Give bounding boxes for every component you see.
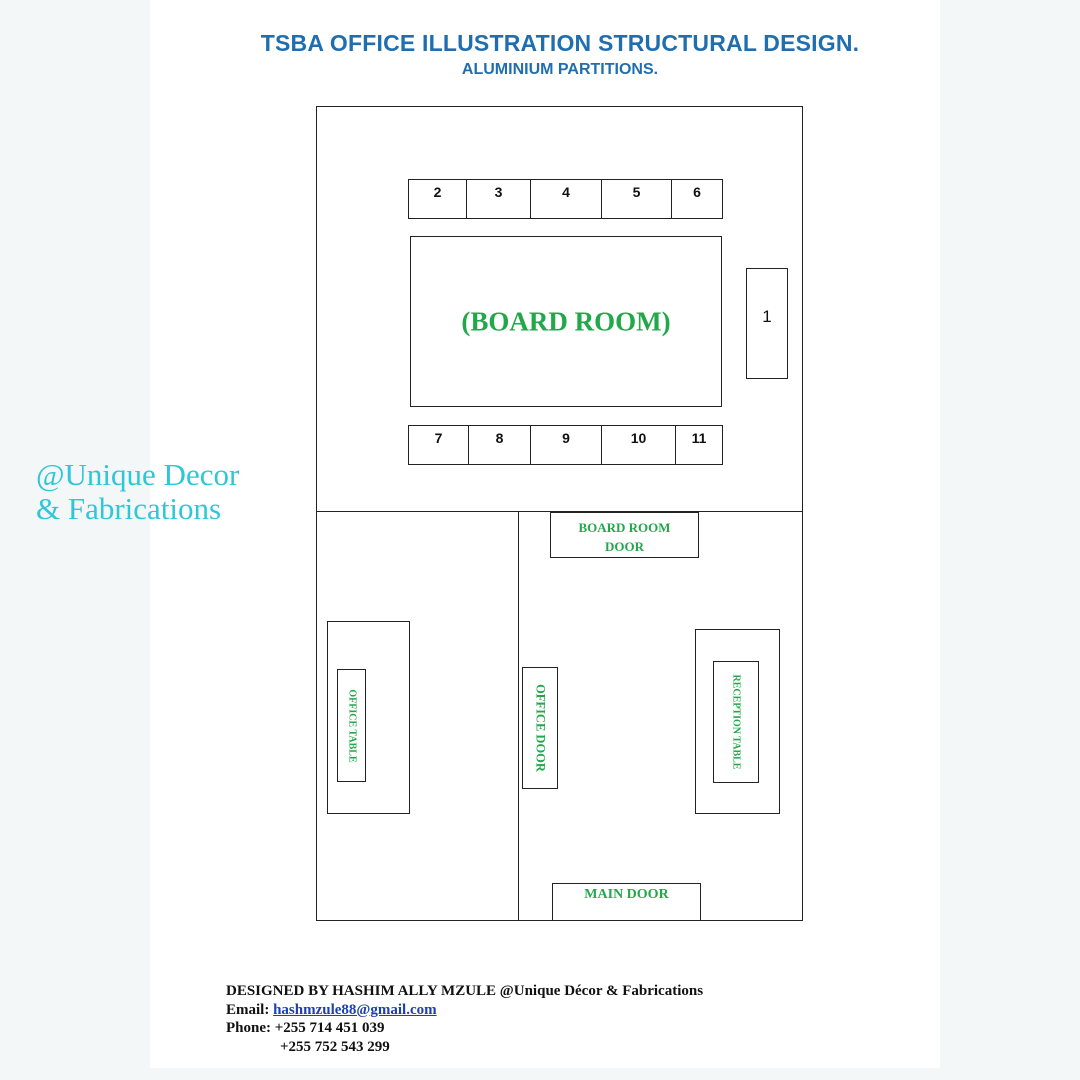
bottom-seat-row: 7 8 9 10 11 <box>408 425 723 465</box>
phone-line-2: +255 752 543 299 <box>226 1038 703 1057</box>
designer-credits: DESIGNED BY HASHIM ALLY MZULE @Unique Dé… <box>226 982 703 1056</box>
board-room-door-line-2: DOOR <box>605 539 644 554</box>
seat-4: 4 <box>531 180 602 218</box>
seat-9: 9 <box>531 426 602 464</box>
main-door: MAIN DOOR <box>552 883 701 921</box>
board-room-door: BOARD ROOM DOOR <box>550 512 699 558</box>
seat-10: 10 <box>602 426 676 464</box>
board-room-label: (BOARD ROOM) <box>461 306 671 336</box>
main-door-label: MAIN DOOR <box>584 887 669 902</box>
office-door-label: OFFICE DOOR <box>533 684 548 772</box>
email-link[interactable]: hashmzule88@gmail.com <box>273 1001 437 1018</box>
reception-table-label: RECEPTION TABLE <box>730 674 742 770</box>
partition-vertical <box>518 511 520 921</box>
reception-table-area <box>695 629 780 814</box>
top-seat-row: 2 3 4 5 6 <box>408 179 723 219</box>
phone-line: Phone: +255 714 451 039 <box>226 1019 703 1038</box>
reception-table: RECEPTION TABLE <box>713 661 759 783</box>
email-line: Email: hashmzule88@gmail.com <box>226 1001 703 1020</box>
seat-1-label: 1 <box>762 306 772 326</box>
seat-8: 8 <box>469 426 531 464</box>
board-room-table: (BOARD ROOM) <box>410 236 722 407</box>
watermark-line-2: & Fabrications <box>36 491 222 526</box>
phone-number-2: +255 752 543 299 <box>280 1038 390 1055</box>
phone-number-1: +255 714 451 039 <box>274 1020 385 1036</box>
email-label: Email: <box>226 1001 270 1018</box>
page-title: TSBA OFFICE ILLUSTRATION STRUCTURAL DESI… <box>260 30 860 56</box>
page-subtitle: ALUMINIUM PARTITIONS. <box>461 61 659 78</box>
drawing-sheet <box>150 0 940 1068</box>
office-door: OFFICE DOOR <box>522 667 558 789</box>
seat-7: 7 <box>409 426 469 464</box>
seat-5: 5 <box>602 180 672 218</box>
partition-horizontal <box>316 511 803 513</box>
phone-label: Phone: <box>226 1020 271 1036</box>
seat-11: 11 <box>691 430 707 446</box>
seat-6: 6 <box>693 184 701 200</box>
board-room-door-label: BOARD ROOM DOOR <box>551 518 698 556</box>
designed-by-text: DESIGNED BY HASHIM ALLY MZULE @Unique Dé… <box>226 983 704 999</box>
seat-2: 2 <box>409 180 467 218</box>
board-room-door-line-1: BOARD ROOM <box>578 520 671 535</box>
office-table: OFFICE TABLE <box>337 669 366 782</box>
seat-1: 1 <box>746 268 788 379</box>
office-table-label: OFFICE TABLE <box>346 688 357 763</box>
seat-3: 3 <box>467 180 531 218</box>
watermark-line-1: @Unique Decor <box>36 457 240 492</box>
watermark: @Unique Decor & Fabrications <box>36 458 239 526</box>
